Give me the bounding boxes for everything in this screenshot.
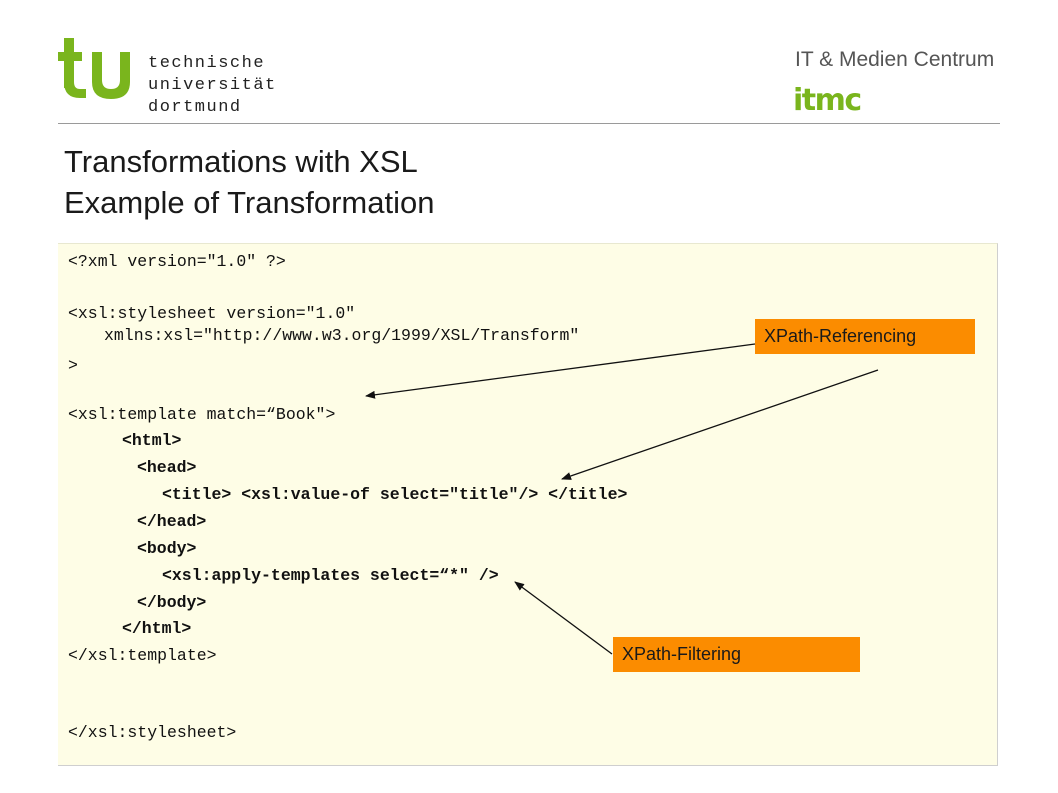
header-divider xyxy=(58,123,1000,124)
arrow-filtering-to-select xyxy=(514,581,613,655)
code-head-close: </head> xyxy=(137,512,207,531)
tu-dortmund-logo-icon xyxy=(58,38,130,99)
code-title-line: <title> <xsl:value-of select="title"/> <… xyxy=(162,485,628,504)
arrow-referencing-to-title xyxy=(561,369,879,480)
slide-title: Transformations with XSL Example of Tran… xyxy=(64,141,434,223)
university-name: technische universität dortmund xyxy=(148,53,277,119)
arrow-referencing-to-template xyxy=(365,343,756,399)
code-html-close: </html> xyxy=(122,619,192,638)
university-line-2: universität xyxy=(148,76,277,95)
callout-xpath-referencing: XPath-Referencing xyxy=(755,319,975,354)
code-head-open: <head> xyxy=(137,458,197,477)
code-template-open: <xsl:template match=“Book"> xyxy=(68,405,336,424)
code-stylesheet-bracket: > xyxy=(68,356,78,375)
code-body-open: <body> xyxy=(137,539,197,558)
code-apply-templates: <xsl:apply-templates select=“*" /> xyxy=(162,566,499,585)
title-line-2: Example of Transformation xyxy=(64,185,435,220)
title-line-1: Transformations with XSL xyxy=(64,144,418,179)
university-line-3: dortmund xyxy=(148,98,242,117)
code-xmlns: xmlns:xsl="http://www.w3.org/1999/XSL/Tr… xyxy=(104,326,580,345)
code-stylesheet-close: </xsl:stylesheet> xyxy=(68,723,237,742)
code-template-close: </xsl:template> xyxy=(68,646,217,665)
callout-xpath-filtering: XPath-Filtering xyxy=(613,637,860,672)
code-xml-declaration: <?xml version="1.0" ?> xyxy=(68,252,286,271)
center-name: IT & Medien Centrum xyxy=(795,48,995,71)
code-html-open: <html> xyxy=(122,431,182,450)
university-line-1: technische xyxy=(148,54,266,73)
code-stylesheet-open: <xsl:stylesheet version="1.0" xyxy=(68,304,356,323)
itmc-logo: itmc xyxy=(793,83,862,118)
code-body-close: </body> xyxy=(137,593,207,612)
